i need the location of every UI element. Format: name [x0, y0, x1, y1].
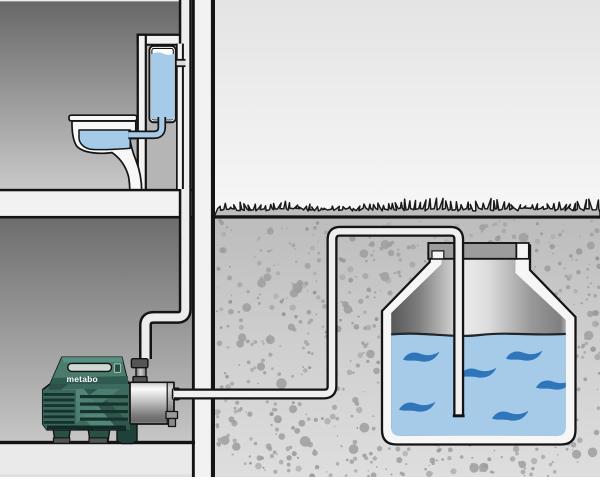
svg-text:metabo: metabo [67, 374, 98, 384]
